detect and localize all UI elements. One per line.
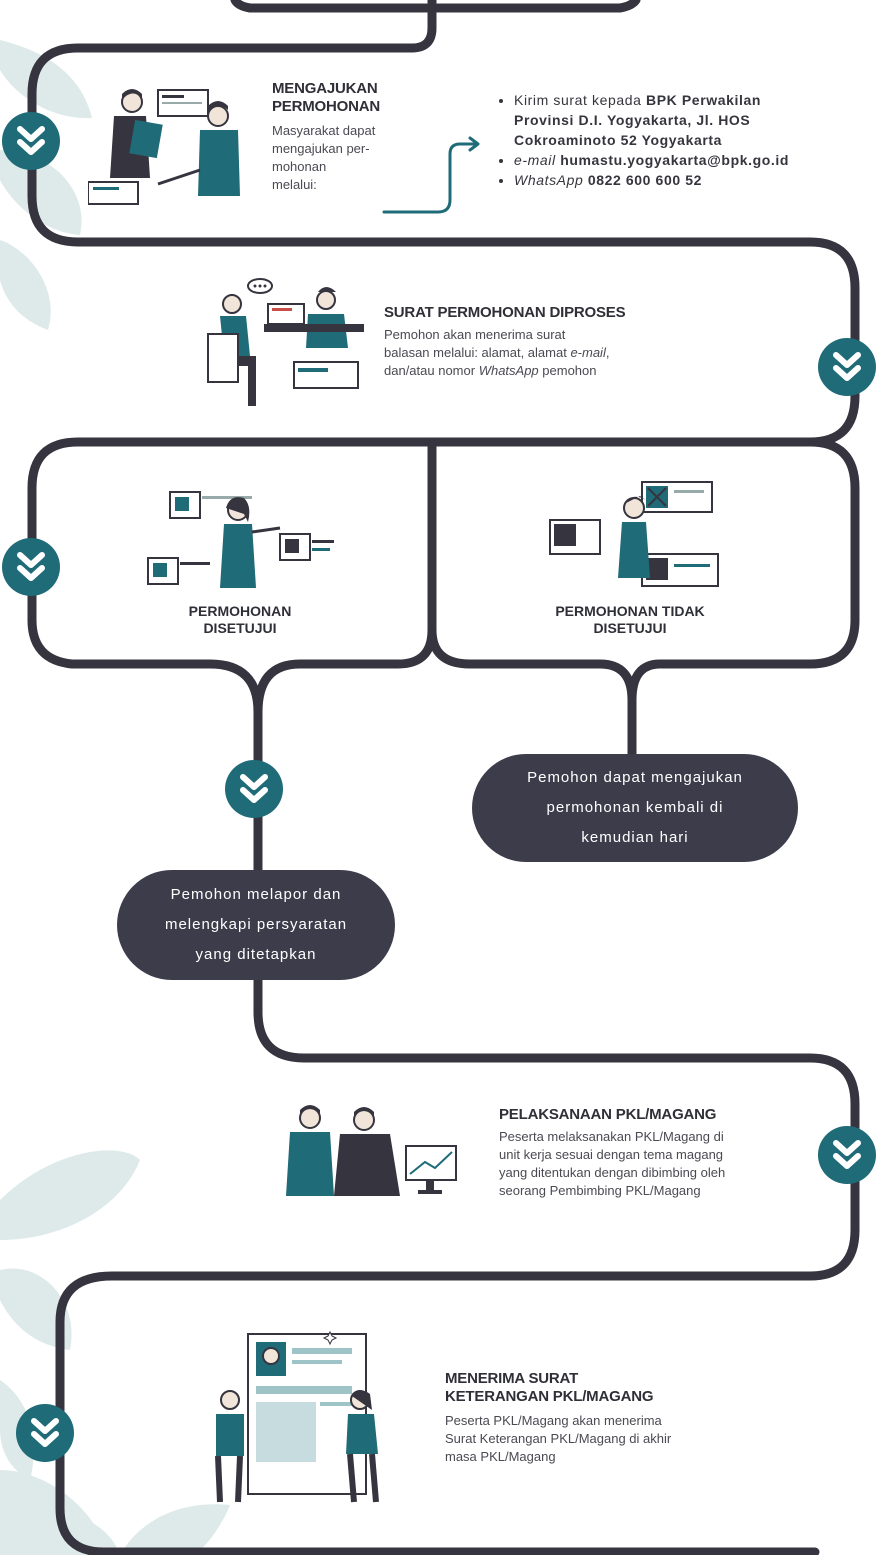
step-description-line: mohonan	[272, 159, 327, 174]
text-part: balasan melalui: alamat, alamat	[384, 345, 571, 360]
email-label: e-mail	[514, 152, 556, 168]
step-description-line: unit kerja sesuai dengan tema magang	[499, 1147, 724, 1162]
step-marker-chevron	[2, 538, 60, 596]
text-part: ,	[605, 345, 610, 360]
rejected-profiles-icon	[549, 481, 719, 587]
contact-item-email[interactable]: e-mail humastu.yogyakarta@bpk.go.id	[514, 150, 866, 170]
mentor-and-intern-icon	[286, 1105, 457, 1196]
pill-line: yang ditetapkan	[195, 946, 317, 963]
office-desk-meeting-icon	[207, 278, 364, 406]
chevron-down-icon	[833, 352, 861, 381]
decorative-leaves	[0, 40, 230, 1555]
whatsapp-label: WhatsApp	[514, 172, 584, 188]
step-marker-chevron	[818, 1126, 876, 1184]
step-description-line: yang ditentukan dengan dibimbing oleh	[499, 1165, 726, 1180]
chevron-down-icon	[17, 126, 45, 155]
chevron-down-icon	[31, 1418, 59, 1447]
two-people-handing-document-icon	[88, 89, 240, 205]
step-description-line: Masyarakat dapat	[272, 123, 376, 138]
contact-text-bold: Cokroaminoto 52 Yogyakarta	[514, 132, 723, 148]
email-link[interactable]: humastu.yogyakarta@bpk.go.id	[555, 152, 790, 168]
certificate-document-icon	[215, 1330, 379, 1503]
step-description: Pemohon akan menerima surat balasan mela…	[384, 326, 714, 380]
step-description-line: Peserta PKL/Magang akan menerima	[445, 1413, 662, 1428]
text-part: dan/atau nomor	[384, 363, 479, 378]
step-marker-chevron	[818, 338, 876, 396]
step-description-line: Peserta melaksanakan PKL/Magang di	[499, 1129, 724, 1144]
pill-line: kemudian hari	[581, 829, 689, 846]
step-description: Masyarakat dapat mengajukan per- mohonan…	[272, 122, 402, 194]
resubmit-pill: Pemohon dapat mengajukan permohonan kemb…	[472, 754, 798, 862]
step-description-line: mengajukan per-	[272, 141, 370, 156]
step-description: Peserta PKL/Magang akan menerima Surat K…	[445, 1412, 765, 1466]
contact-item-whatsapp[interactable]: WhatsApp 0822 600 600 52	[514, 170, 866, 190]
contact-text: Kirim surat kepada	[514, 92, 647, 108]
step-marker-chevron	[225, 760, 283, 818]
step-description-line: masa PKL/Magang	[445, 1449, 556, 1464]
flow-path	[27, 0, 860, 1555]
step-title: PELAKSANAAN PKL/MAGANG	[499, 1106, 717, 1123]
arrow-right-icon	[382, 136, 480, 214]
step-marker-chevron	[2, 112, 60, 170]
contact-list: Kirim surat kepada BPK Perwakilan Provin…	[496, 90, 866, 190]
pill-line: permohonan kembali di	[546, 799, 724, 816]
step-description-line: seorang Pembimbing PKL/Magang	[499, 1183, 701, 1198]
step-description-line: balasan melalui: alamat, alamat e-mail,	[384, 344, 714, 362]
pill-line: melengkapi persyaratan	[164, 916, 348, 933]
step-description-line: melalui:	[272, 177, 317, 192]
report-pill: Pemohon melapor dan melengkapi persyarat…	[117, 870, 395, 980]
step-description-line: Surat Keterangan PKL/Magang di akhir	[445, 1431, 672, 1446]
contact-text-bold: Provinsi D.I. Yogyakarta, Jl. HOS	[514, 112, 751, 128]
chevron-down-icon	[240, 774, 268, 803]
chevron-down-icon	[833, 1140, 861, 1169]
approved-profiles-icon	[147, 491, 334, 588]
contact-text-bold: BPK Perwakilan	[646, 92, 762, 108]
step-description: Peserta melaksanakan PKL/Magang di unit …	[499, 1128, 809, 1200]
pill-line: Pemohon melapor dan	[170, 886, 342, 903]
pill-line: Pemohon dapat mengajukan	[527, 769, 743, 786]
step-description-line: Pemohon akan menerima surat	[384, 327, 566, 342]
step-description-line: dan/atau nomor WhatsApp pemohon	[384, 362, 714, 380]
whatsapp-number[interactable]: 0822 600 600 52	[583, 172, 702, 188]
step-marker-chevron	[16, 1404, 74, 1462]
step-title: SURAT PERMOHONAN DIPROSES	[384, 304, 626, 321]
chevron-down-icon	[17, 552, 45, 581]
text-part: pemohon	[538, 363, 597, 378]
text-emphasis: e-mail	[570, 345, 606, 360]
text-emphasis: WhatsApp	[478, 363, 539, 378]
contact-item-letter: Kirim surat kepada BPK Perwakilan Provin…	[514, 90, 866, 150]
